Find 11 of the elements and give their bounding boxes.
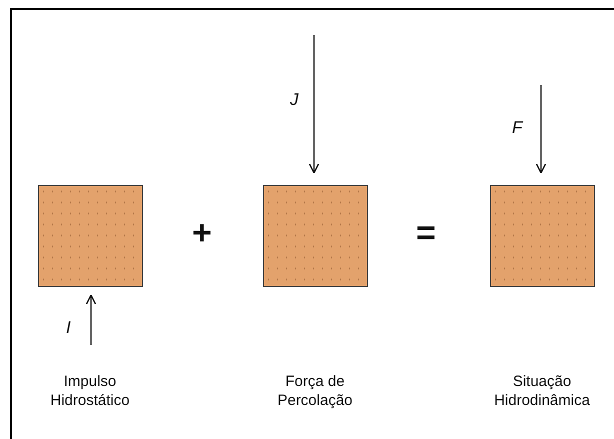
force-label: I [66,318,71,338]
soil-block [263,185,368,287]
caption: Situação Hidrodinâmica [493,372,591,410]
force-label: F [512,118,522,138]
caption: Força de Percolação [276,372,354,410]
soil-block [490,185,595,287]
soil-block [38,185,143,287]
force-label: J [290,90,298,110]
plus-sign: + [192,214,212,253]
equals-sign: = [416,214,436,253]
caption: Impulso Hidrostático [49,372,131,410]
